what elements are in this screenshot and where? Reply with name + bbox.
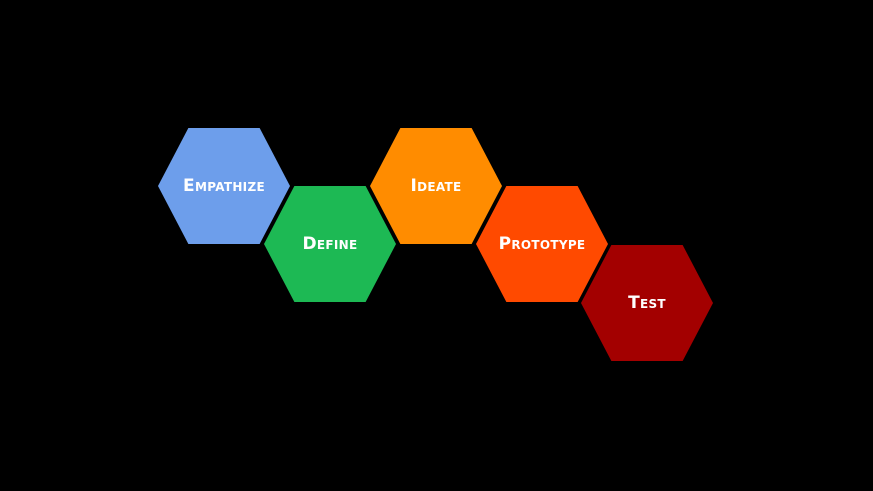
hexagon-label-test: Test xyxy=(628,293,666,313)
hexagon-label-prototype: Prototype xyxy=(498,234,586,254)
hexagon-label-empathize: Empathize xyxy=(183,176,265,196)
hexagon-test: Test xyxy=(581,245,713,361)
hexagon-label-define: Define xyxy=(302,234,358,254)
hexagon-define: Define xyxy=(264,186,396,302)
hexagon-label-ideate: Ideate xyxy=(410,176,462,196)
hexagon-empathize: Empathize xyxy=(158,128,290,244)
hexagon-ideate: Ideate xyxy=(370,128,502,244)
hexagon-prototype: Prototype xyxy=(476,186,608,302)
